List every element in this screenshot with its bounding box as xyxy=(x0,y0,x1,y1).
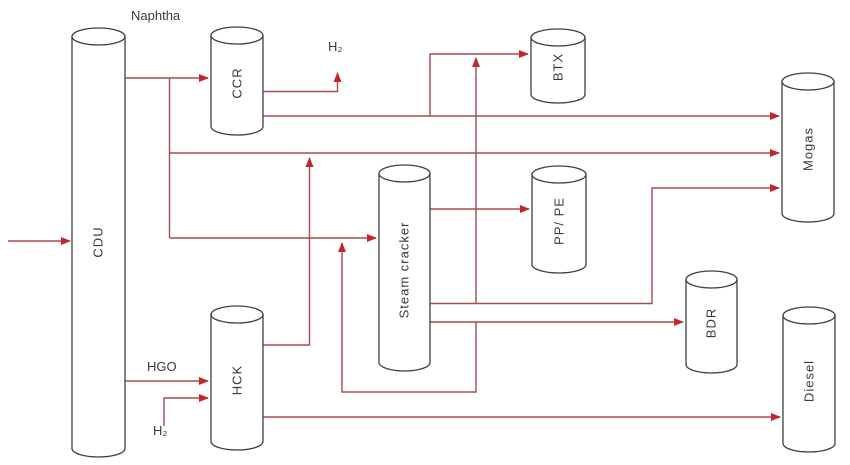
stream-label-naphtha: Naphtha xyxy=(131,8,181,23)
unit-label-diesel: Diesel xyxy=(801,359,817,403)
flow-recycle-to-steam-cracker-feed xyxy=(338,242,477,393)
unit-label-btx: BTX xyxy=(550,52,566,82)
stream-label-h2-top: H₂ xyxy=(328,39,343,54)
unit-label-bdr: BDR xyxy=(703,307,719,339)
unit-label-steam-cracker: Steam cracker xyxy=(396,221,412,319)
flow-reformate-to-btx xyxy=(429,50,529,116)
unit-label-hck: HCK xyxy=(229,364,245,396)
unit-label-ppe: PP/ PE xyxy=(551,197,567,245)
unit-cylinder-btx xyxy=(530,28,586,104)
unit-label-cdu: CDU xyxy=(90,226,106,258)
unit-cylinder-steam-cracker xyxy=(378,164,431,372)
unit-cylinder-cdu xyxy=(71,27,126,458)
unit-label-mogas: Mogas xyxy=(800,126,816,172)
unit-cylinder-diesel xyxy=(782,306,836,453)
flow-ccr-to-h2 xyxy=(263,72,342,93)
stream-label-h2-bottom: H₂ xyxy=(153,423,168,438)
stream-label-hgo: HGO xyxy=(147,359,177,374)
unit-cylinder-bdr xyxy=(685,270,738,374)
unit-cylinder-ppe xyxy=(531,165,587,274)
unit-cylinder-ccr xyxy=(210,26,264,136)
unit-cylinder-mogas xyxy=(781,72,835,223)
unit-cylinder-hck xyxy=(210,305,264,451)
unit-label-ccr: CCR xyxy=(229,67,245,99)
flow-steam-cracker-to-mogas xyxy=(430,184,780,305)
flow-hck-to-mogas-line xyxy=(263,157,314,346)
flow-h2-to-hck xyxy=(163,394,209,426)
flow-lines xyxy=(8,50,781,426)
